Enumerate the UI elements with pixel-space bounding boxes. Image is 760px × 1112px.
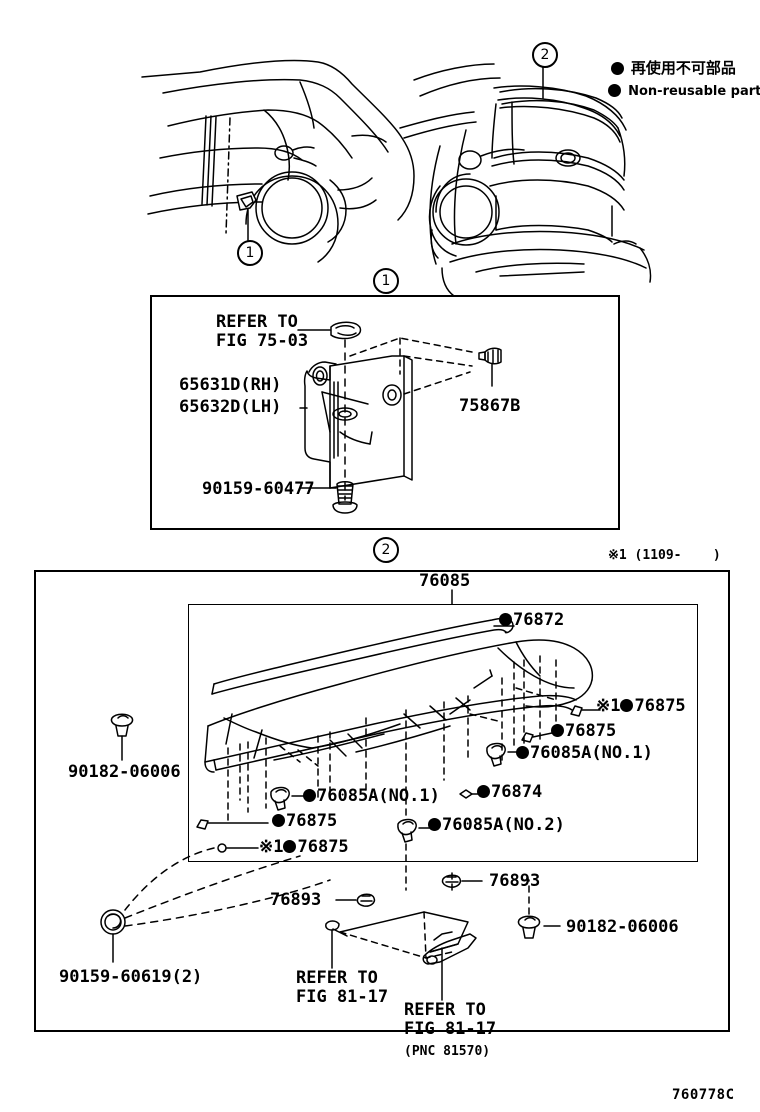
label-nut-90182-06006-left: 90182-06006 — [68, 762, 181, 782]
label-suffix: (NO.1) — [378, 786, 440, 806]
note-mark-1: ※1 (1109- ) — [608, 548, 721, 563]
label-refer-fig-81-17-a: REFER TO FIG 81-17 — [296, 968, 389, 1007]
legend-jp-row: 再使用不可部品 — [590, 40, 736, 97]
figure-code: 760778C — [672, 1087, 735, 1103]
callout-circle-1-vehicle: 1 — [237, 240, 263, 266]
nonreusable-dot-icon — [303, 789, 316, 802]
filled-circle-icon — [608, 84, 622, 97]
detail-2-callout: 2 — [373, 537, 399, 563]
label-clip-76893-right: 76893 — [489, 871, 541, 891]
nonreusable-dot-icon — [283, 840, 297, 853]
label-refer-fig-81-17-pnc: (PNC 81570) — [404, 1044, 491, 1059]
callout-circle-2-vehicle: 2 — [532, 42, 558, 68]
nonreusable-dot-icon — [477, 785, 490, 798]
nonreusable-dot-icon — [516, 746, 529, 759]
nonreusable-dot-icon — [428, 818, 441, 831]
label-bracket-rh: 65631D(RH) — [179, 375, 282, 395]
nonreusable-dot-icon — [620, 699, 634, 712]
label-suffix: (NO.2) — [503, 815, 565, 835]
label-pad-76085a-no1-left: 76085A(NO.1) — [303, 787, 440, 806]
label-suffix: (NO.1) — [591, 743, 653, 763]
legend-en-row: Non-reusable part — [590, 63, 760, 120]
label-screw-90159-60477: 90159-60477 — [202, 479, 315, 499]
label-nut-75867b: 75867B — [459, 396, 521, 416]
vehicle-view-left — [141, 59, 415, 263]
label-refer-fig-75-03: REFER TO FIG 75-03 — [216, 312, 309, 351]
label-clip-76872: 76872 — [499, 611, 564, 630]
legend-jp-text: 再使用不可部品 — [630, 59, 736, 77]
filled-circle-icon — [610, 62, 624, 75]
label-pad-76085a-no2: 76085A(NO.2) — [428, 816, 565, 835]
label-clip-76875-b: 76875 — [551, 722, 616, 741]
label-nut-90182-06006-right: 90182-06006 — [566, 917, 679, 937]
label-clip-76893-left: 76893 — [270, 890, 322, 910]
label-refer-fig-81-17-b: REFER TO FIG 81-17 — [404, 1000, 497, 1039]
label-bolt-90159-60619: 90159-60619(2) — [59, 967, 203, 987]
nonreusable-dot-icon — [499, 613, 512, 626]
note-ref-mark: ※1 — [596, 696, 621, 716]
legend-en-text: Non-reusable part — [628, 84, 760, 99]
detail-2-panel — [34, 570, 730, 1032]
detail-1-callout: 1 — [373, 268, 399, 294]
detail-2-inner-panel — [188, 604, 698, 862]
label-bracket-lh: 65632D(LH) — [179, 397, 282, 417]
nonreusable-dot-icon — [551, 724, 564, 737]
label-clip-76875-c: 76875 — [272, 812, 337, 831]
label-pad-76085a-no1-right: 76085A(NO.1) — [516, 744, 653, 763]
label-clip-76874: 76874 — [477, 783, 542, 802]
nonreusable-dot-icon — [272, 814, 285, 827]
label-spoiler-76085: 76085 — [419, 571, 471, 591]
note-ref-mark: ※1 — [259, 837, 284, 857]
detail-1-panel — [150, 295, 620, 530]
